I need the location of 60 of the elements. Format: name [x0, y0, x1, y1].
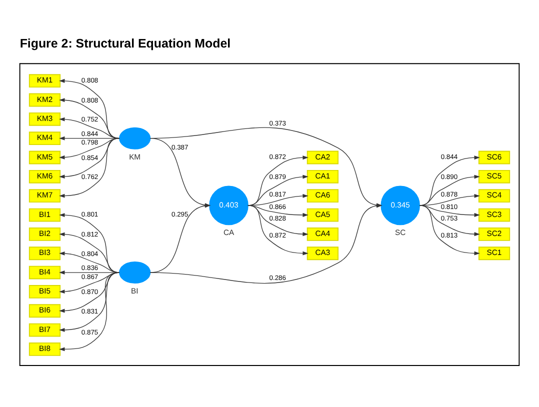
node-box: SC5 — [478, 169, 510, 183]
arrow — [59, 212, 120, 272]
arrow — [59, 251, 120, 272]
node-box: CA3 — [306, 246, 338, 260]
node-box: KM1 — [28, 74, 61, 88]
arrow — [59, 232, 120, 272]
arrow — [419, 193, 480, 206]
arrow — [248, 155, 308, 206]
arrow — [248, 204, 308, 255]
node-ellipse — [119, 261, 151, 284]
node-box: CA6 — [306, 188, 338, 202]
arrow — [59, 272, 120, 332]
node-ellipse — [119, 126, 151, 149]
node-label: BI — [131, 286, 138, 296]
node-box: KM3 — [28, 112, 61, 126]
node-label: KM — [129, 152, 141, 161]
node-label: SC — [395, 228, 406, 237]
node-box: BI6 — [28, 304, 61, 318]
node-circle: 0.345 — [380, 185, 420, 225]
arrow — [248, 174, 308, 206]
arrow — [59, 98, 120, 138]
arrow — [59, 138, 120, 198]
arrow — [59, 270, 120, 274]
node-label: CA — [223, 228, 234, 237]
arrow — [419, 204, 480, 236]
arrow — [419, 174, 480, 206]
node-box: SC2 — [478, 226, 510, 240]
arrow — [419, 204, 480, 255]
node-box: BI2 — [28, 226, 61, 240]
arrow — [419, 204, 480, 216]
node-box: CA5 — [306, 208, 338, 222]
node-box: KM6 — [28, 169, 61, 183]
node-box: BI3 — [28, 246, 61, 260]
arrow — [59, 272, 120, 294]
node-box: BI8 — [28, 342, 61, 356]
node-box: SC1 — [478, 246, 510, 260]
node-box: KM7 — [28, 188, 61, 202]
node-box: CA2 — [306, 150, 338, 164]
node-circle: 0.403 — [209, 185, 248, 225]
arrow — [59, 78, 120, 138]
cluster — [19, 62, 520, 366]
node-box: CA4 — [306, 226, 338, 240]
node-box: SC6 — [478, 150, 510, 164]
arrow — [59, 272, 120, 312]
node-box: KM5 — [28, 150, 61, 164]
arrow — [248, 193, 308, 206]
node-box: CA1 — [306, 169, 338, 183]
arrow — [419, 155, 480, 206]
node-box: KM4 — [28, 131, 61, 145]
node-box: KM2 — [28, 92, 61, 106]
node-box: BI4 — [28, 265, 61, 279]
node-box: BI5 — [28, 284, 61, 298]
node-box: BI7 — [28, 322, 61, 336]
diagram-title: Figure 2: Structural Equation Model — [20, 36, 231, 50]
arrow — [248, 204, 308, 236]
node-box: SC4 — [478, 188, 510, 202]
arrow — [59, 272, 120, 351]
node-box: BI1 — [28, 208, 61, 222]
arrow — [248, 204, 308, 216]
node-box: SC3 — [478, 208, 510, 222]
